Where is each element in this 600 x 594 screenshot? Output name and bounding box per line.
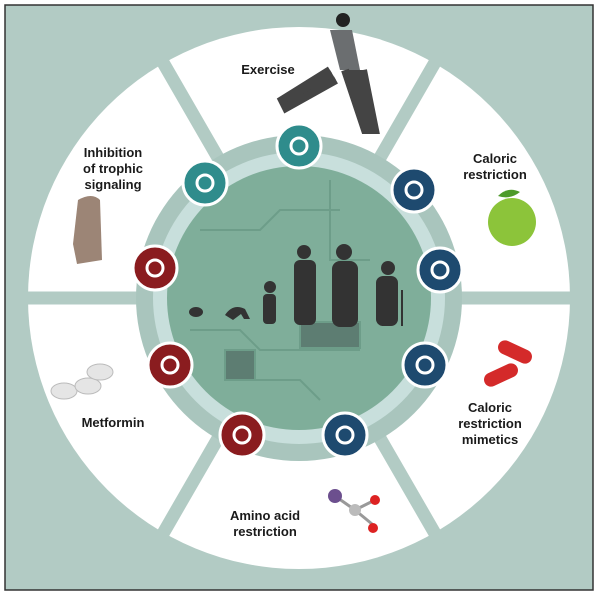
dna-helix-icon bbox=[390, 166, 438, 214]
mitochondrion-icon bbox=[146, 341, 194, 389]
label-caloric-restriction-mimetics: Caloric restriction mimetics bbox=[458, 400, 522, 447]
moai-statue-illustration bbox=[73, 196, 102, 264]
crawling-baby-silhouette bbox=[225, 307, 250, 320]
human-lifespan-silhouettes bbox=[189, 244, 403, 327]
adult-silhouette bbox=[332, 261, 358, 327]
fork-knife-icon bbox=[218, 411, 266, 459]
adult-with-child-silhouette bbox=[294, 260, 316, 325]
chromosome-icon bbox=[416, 246, 464, 294]
telomere-pills-icon bbox=[401, 341, 449, 389]
metformin-pills-illustration bbox=[50, 363, 114, 400]
cell-senescence-icon bbox=[181, 159, 229, 207]
amino-acid-molecule-illustration bbox=[328, 489, 380, 533]
elderly-silhouette bbox=[376, 276, 398, 326]
maple-leaf-icon bbox=[131, 244, 179, 292]
label-inhibition-of-trophic-signaling: Inhibition of trophic signaling bbox=[83, 145, 143, 192]
label-exercise: Exercise bbox=[241, 62, 295, 77]
stem-cell-cycle-icon bbox=[275, 122, 323, 170]
apple-illustration bbox=[488, 189, 536, 246]
capsules-illustration bbox=[484, 340, 532, 387]
fetus-silhouette bbox=[189, 307, 203, 317]
protein-fold-icon bbox=[321, 411, 369, 459]
label-metformin: Metformin bbox=[81, 415, 145, 430]
label-amino-acid-restriction: Amino acid restriction bbox=[229, 508, 301, 539]
label-caloric-restriction: Caloric restriction bbox=[463, 151, 527, 182]
child-silhouette bbox=[263, 294, 276, 324]
runner-illustration bbox=[276, 13, 380, 134]
